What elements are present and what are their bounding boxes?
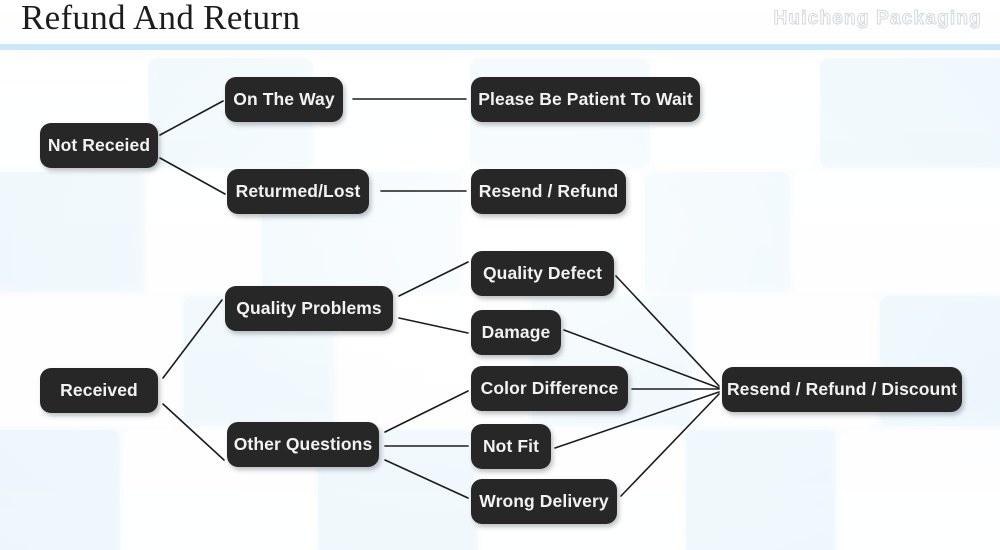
node-color-difference[interactable]: Color Difference [471,366,628,411]
brand-name: Huicheng Packaging [773,8,982,30]
slide-header: Refund And Return Huicheng Packaging [0,0,1000,50]
connector-edge-quality-defect [398,261,469,297]
node-not-received[interactable]: Not Receied [40,123,158,168]
node-damage[interactable]: Damage [471,310,561,355]
node-received[interactable]: Received [40,368,158,413]
node-on-the-way[interactable]: On The Way [225,77,343,122]
header-divider [0,44,1000,50]
node-please-wait[interactable]: Please Be Patient To Wait [471,77,700,122]
connector-edge-damage-final [563,329,720,389]
connector-edge-notreceived-returned [159,157,226,195]
page-title: Refund And Return [21,0,301,37]
connector-edge-wrongdelivery-final [620,393,720,497]
connector-edge-other-wrongdelivery [384,459,469,499]
node-resend-refund[interactable]: Resend / Refund [471,169,626,214]
node-wrong-delivery[interactable]: Wrong Delivery [471,479,617,524]
connector-edge-notreceived-ontheway [159,100,224,136]
node-quality-problems[interactable]: Quality Problems [225,286,393,331]
node-resend-refund-discount[interactable]: Resend / Refund / Discount [722,367,962,412]
connector-edge-defect-final [615,275,720,387]
connector-edge-received-quality [162,299,223,379]
node-not-fit[interactable]: Not Fit [471,424,551,469]
node-quality-defect[interactable]: Quality Defect [471,251,614,296]
node-returned-lost[interactable]: Returmed/Lost [227,169,369,214]
connector-edge-notfit-final [554,391,720,449]
connector-edge-quality-damage [398,317,469,334]
node-other-questions[interactable]: Other Questions [227,422,379,467]
connector-edge-received-other [162,403,225,461]
connector-edge-other-color [384,390,469,433]
